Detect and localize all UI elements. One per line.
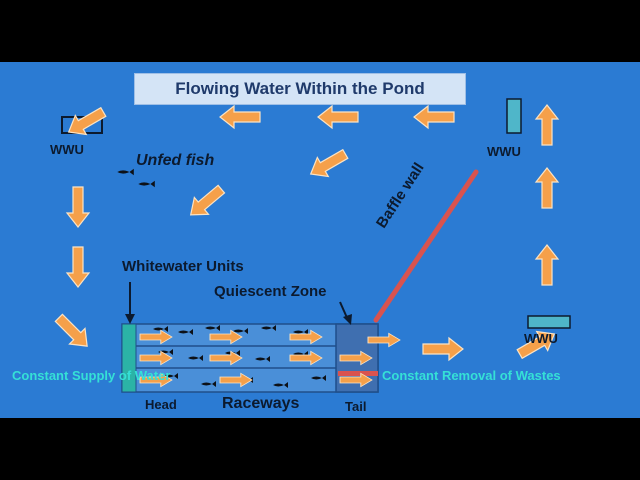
whitewater-units-label: Whitewater Units <box>122 258 244 275</box>
diagram-title: Flowing Water Within the Pond <box>175 79 425 98</box>
baffle-wall <box>373 169 479 323</box>
head-label: Head <box>145 397 177 412</box>
flow-arrow-icon <box>317 105 359 129</box>
fish-icon <box>117 168 134 176</box>
constant-supply-label: Constant Supply of Water <box>12 368 171 383</box>
whitewater-pointer-head <box>125 314 135 324</box>
wwu-box-icon <box>527 315 571 329</box>
wwu-top-right-label: WWU <box>487 144 521 159</box>
flow-arrow-icon <box>219 105 261 129</box>
raceways-label: Raceways <box>222 395 300 412</box>
pond-diagram: Flowing Water Within the Pond WWU WWU WW… <box>0 62 640 418</box>
flow-arrow-icon <box>535 167 559 209</box>
flow-arrow-icon <box>66 246 90 288</box>
wwu-left-label: WWU <box>50 142 84 157</box>
tail-label: Tail <box>345 399 367 414</box>
flow-arrow-icon <box>304 143 352 185</box>
flow-arrow-icon <box>66 186 90 228</box>
flow-arrow-icon <box>535 244 559 286</box>
wwu-box-icon <box>506 98 522 134</box>
unfed-fish-label: Unfed fish <box>136 152 215 169</box>
quiescent-zone-label: Quiescent Zone <box>214 283 327 300</box>
flow-arrow-icon <box>183 180 229 224</box>
pond-graphics <box>50 98 571 393</box>
quiescent-pointer-head <box>343 314 352 325</box>
constant-removal-label: Constant Removal of Wastes <box>382 368 561 383</box>
wwu-bottom-right-label: WWU <box>524 331 558 346</box>
title-box: Flowing Water Within the Pond <box>134 73 466 105</box>
flow-arrow-icon <box>422 337 464 361</box>
fish-icon <box>138 180 155 188</box>
flow-arrow-icon <box>535 104 559 146</box>
flow-arrow-icon <box>413 105 455 129</box>
flow-arrow-icon <box>50 309 96 355</box>
